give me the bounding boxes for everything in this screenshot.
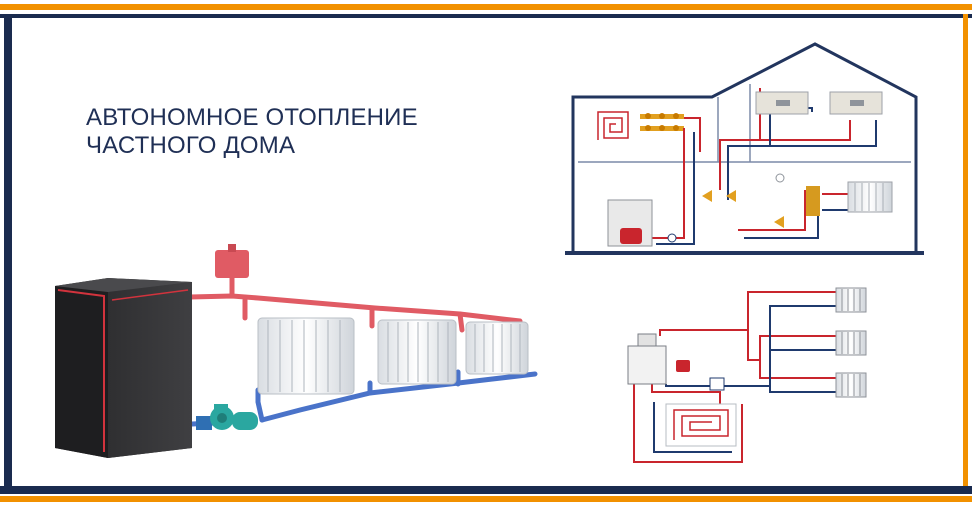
radiator-icon (257, 317, 355, 395)
small-scheme-return-pipes (653, 305, 836, 453)
radiator-icon (835, 330, 867, 356)
frame-right-orange-bar (963, 14, 968, 494)
radiator-icon (835, 372, 867, 398)
radiator-icon (829, 91, 883, 115)
main-heating-scheme (55, 244, 538, 458)
page-title: АВТОНОМНОЕ ОТОПЛЕНИЕ ЧАСТНОГО ДОМА (86, 104, 506, 160)
boiler-icon (55, 278, 192, 458)
house-return-pipes (656, 107, 877, 245)
frame-top-navy-bar (0, 14, 972, 18)
thermostat-icon (775, 173, 785, 183)
radiator-icon (755, 91, 809, 115)
frame-bottom-orange-bar (0, 496, 972, 502)
supply-pipe (187, 273, 523, 333)
frame-left-navy-bar (4, 18, 12, 490)
radiator-icon (377, 319, 457, 385)
expansion-tank-icon (215, 244, 249, 278)
frame-bottom-navy-bar (0, 486, 972, 494)
small-heating-scheme (627, 287, 867, 463)
circulation-pump-icon (709, 377, 725, 391)
manifold-icon (640, 113, 684, 131)
floor-heating-coil-icon (665, 403, 737, 447)
boiler-icon (627, 333, 667, 385)
house-icon (565, 42, 924, 255)
frame-top-orange-bar (0, 4, 972, 10)
valve-icon (702, 186, 820, 228)
expansion-tank-icon (676, 360, 690, 372)
boiler-icon (607, 199, 677, 247)
floor-heating-coil-icon (597, 111, 629, 140)
radiator-icon (465, 321, 529, 375)
radiator-icon (847, 181, 893, 213)
page-title-line-1: АВТОНОМНОЕ ОТОПЛЕНИЕ (86, 104, 418, 131)
page-title-line-2: ЧАСТНОГО ДОМА (86, 132, 296, 159)
small-scheme-supply-pipes (633, 291, 836, 463)
radiator-icon (835, 287, 867, 313)
house-heating-diagram (565, 42, 924, 255)
circulation-pump-icon (196, 404, 258, 430)
